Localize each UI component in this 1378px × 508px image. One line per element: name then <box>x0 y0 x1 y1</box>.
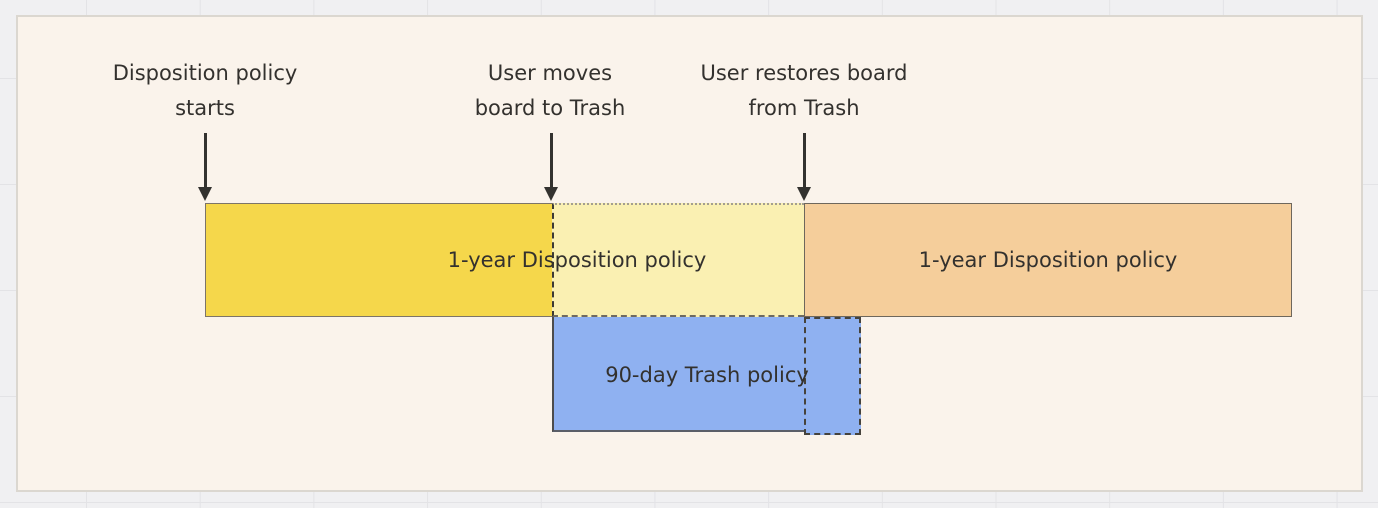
arrow-shaft <box>549 133 553 189</box>
event-label-line: board to Trash <box>474 96 626 120</box>
bar-trash-policy-remainder[interactable] <box>804 317 861 435</box>
arrow-head <box>544 187 558 201</box>
event-label-line: Disposition policy <box>112 61 298 85</box>
arrow-head <box>797 187 811 201</box>
arrow-head <box>198 187 212 201</box>
bar-disposition-after-restore[interactable] <box>804 203 1292 317</box>
event-label-line: User restores board <box>700 61 908 85</box>
event-label-moved-to-trash[interactable]: User moves board to Trash <box>420 56 680 126</box>
event-label-disposition-starts[interactable]: Disposition policy starts <box>75 56 335 126</box>
bar-disposition-active-segment[interactable] <box>205 203 552 317</box>
event-label-line: starts <box>175 96 235 120</box>
event-label-restored-from-trash[interactable]: User restores board from Trash <box>674 56 934 126</box>
bar-disposition-paused-segment[interactable] <box>552 203 804 317</box>
event-label-line: from Trash <box>748 96 860 120</box>
arrow-shaft <box>203 133 207 189</box>
arrow-shaft <box>802 133 806 189</box>
event-label-line: User moves <box>487 61 613 85</box>
bar-trash-policy[interactable] <box>552 317 804 432</box>
